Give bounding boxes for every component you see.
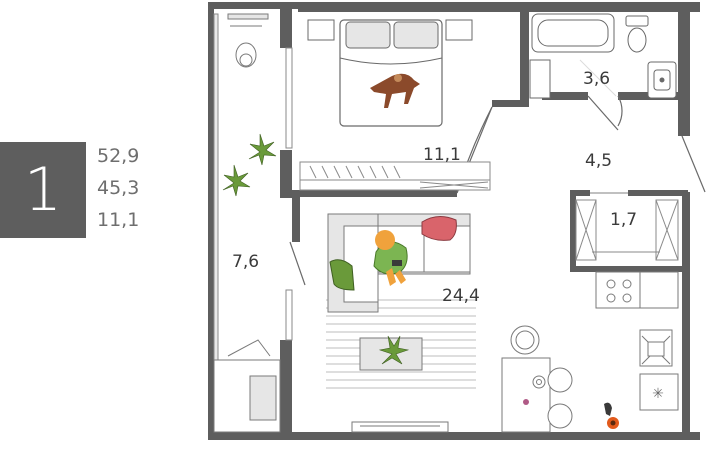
area-summary: 52,9 45,3 11,1 (97, 140, 139, 236)
balcony (213, 13, 293, 433)
bathroom-area-label: 3,6 (583, 69, 610, 89)
living-kitchen-area-label: 24,4 (442, 286, 480, 306)
pet-icon (604, 402, 619, 429)
coffee-table (359, 337, 423, 371)
green-pillow (329, 259, 355, 291)
kitchen-area: 11,1 (97, 209, 140, 231)
bathroom (529, 13, 677, 99)
dining-set (501, 325, 573, 433)
stove-icon (606, 279, 632, 303)
tv-unit (351, 421, 449, 433)
person-icon (373, 230, 408, 286)
wardrobe (299, 161, 491, 191)
balcony-door (289, 241, 306, 286)
dog-icon (370, 73, 420, 108)
balcony-area-label: 7,6 (232, 252, 259, 272)
plant-icon (378, 335, 410, 365)
wc-area-label: 1,7 (610, 210, 637, 230)
walls (208, 2, 700, 440)
living-room (326, 213, 619, 433)
bedroom (299, 19, 491, 191)
rooms-count-badge: 1 (0, 142, 86, 238)
bedroom-area-label: 11,1 (423, 145, 461, 165)
bathroom-door (587, 95, 619, 131)
kitchen: ✳ (595, 271, 679, 411)
entrance-door (681, 135, 706, 193)
plant-icon (222, 133, 277, 197)
total-area: 52,9 (97, 145, 140, 167)
hallway-area-label: 4,5 (585, 151, 612, 171)
red-pillow (421, 216, 457, 241)
rooms-count: 1 (23, 155, 63, 225)
living-area: 45,3 (97, 177, 140, 199)
wc-room (575, 199, 679, 261)
svg-text:✳: ✳ (652, 386, 664, 402)
